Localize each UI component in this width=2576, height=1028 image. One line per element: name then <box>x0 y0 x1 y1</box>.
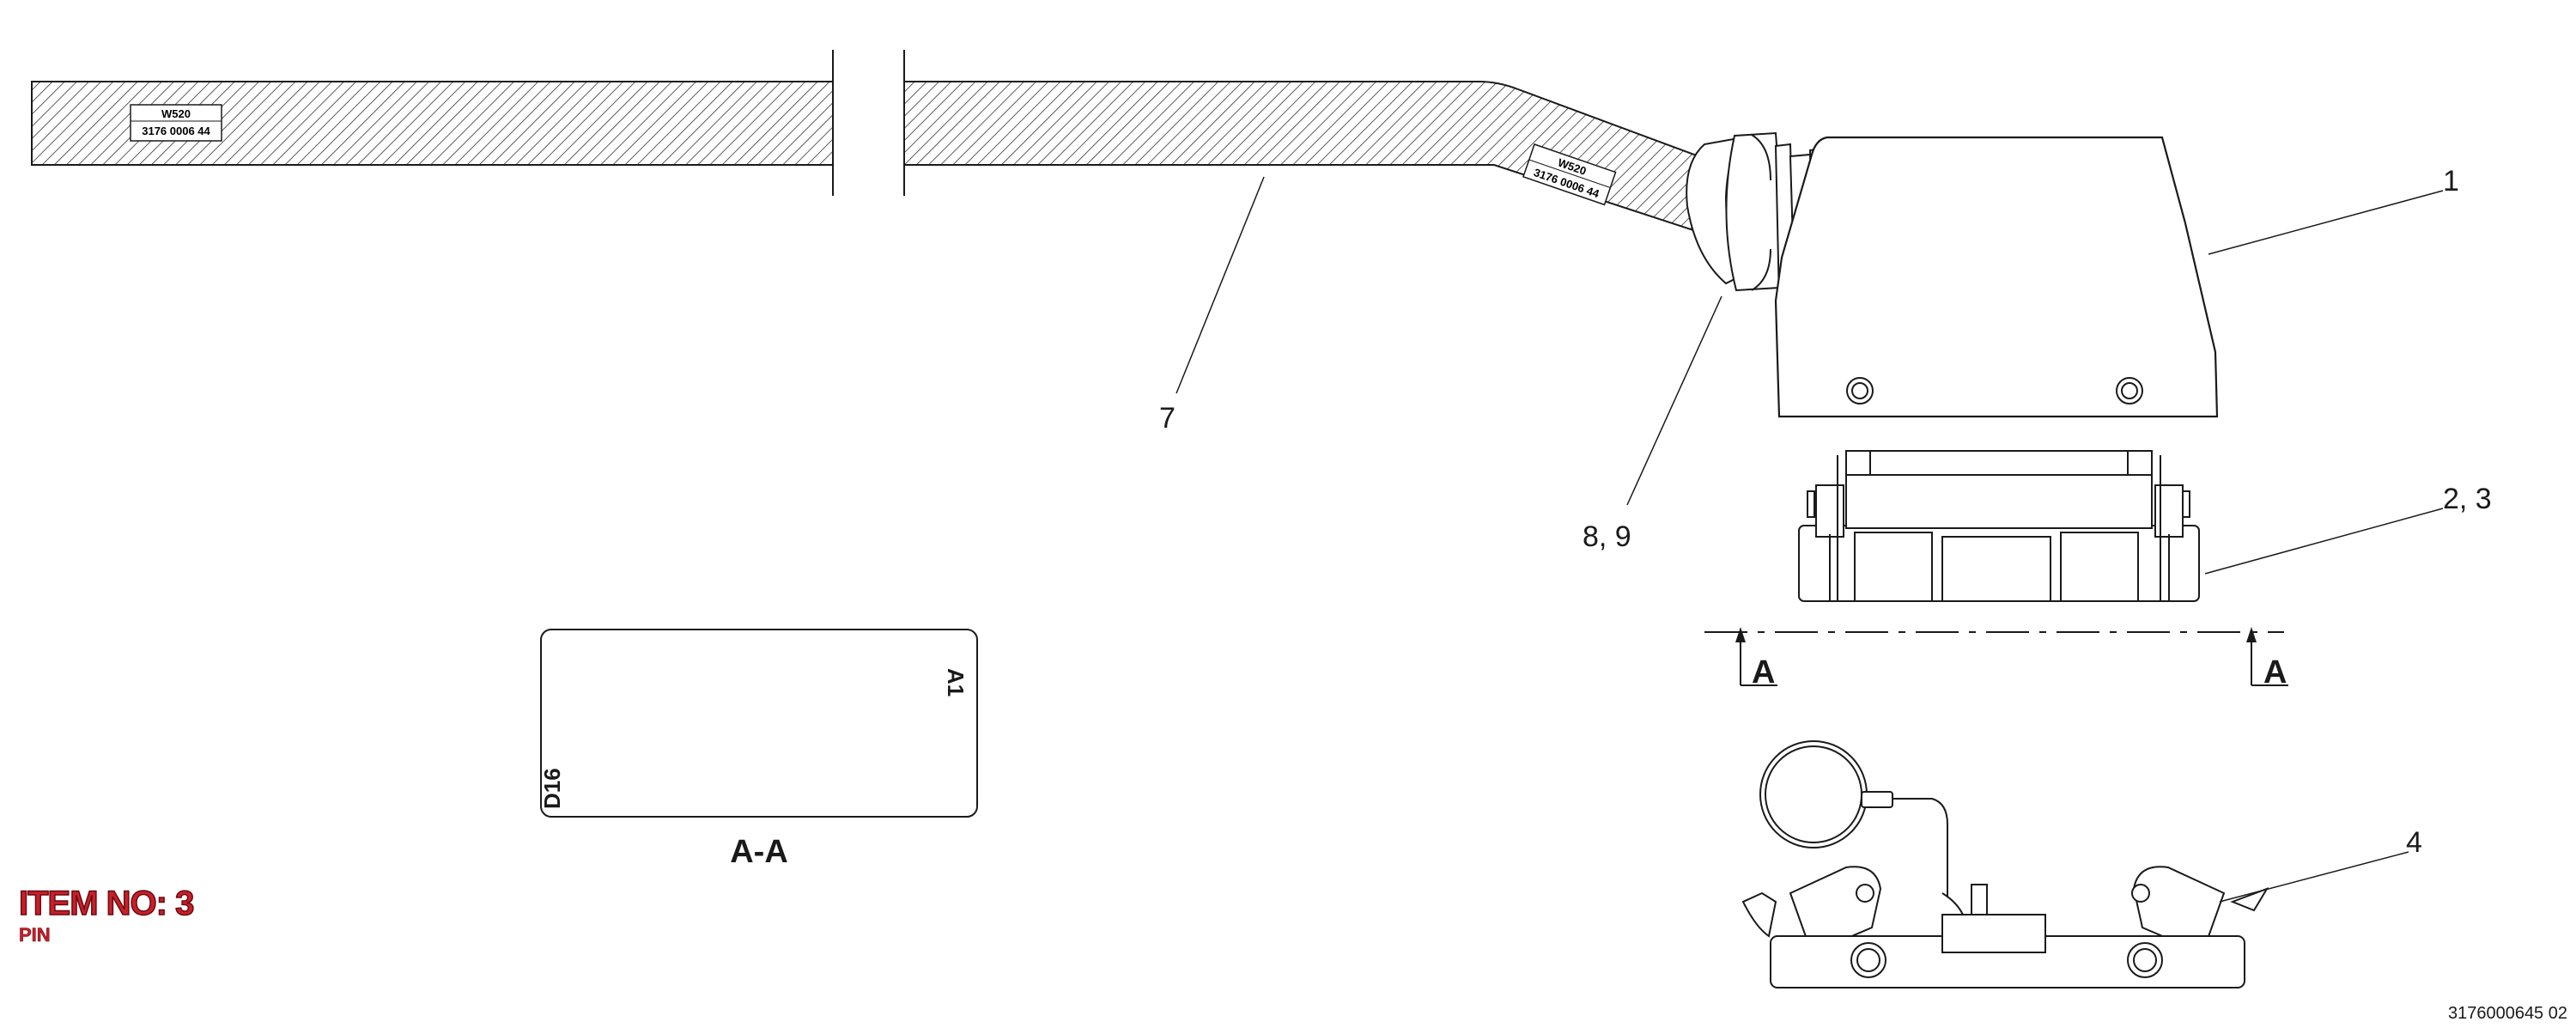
item-subtitle: PIN <box>19 924 51 946</box>
cable-label-tag: W520 3176 0006 44 <box>130 104 222 142</box>
section-title: A-A <box>730 834 788 870</box>
callout-8-9: 8, 9 <box>1583 520 1631 553</box>
section-view-outline <box>540 629 978 818</box>
connector-hood <box>1774 136 2219 418</box>
cable-right-segment <box>903 81 1719 234</box>
callout-7: 7 <box>1159 402 1176 435</box>
pin-label-a1: A1 <box>943 668 969 696</box>
protective-cover <box>1741 740 2269 988</box>
cable-tag-part: 3176 0006 44 <box>142 125 210 137</box>
cable: W520 3176 0006 44 W520 3176 0006 44 <box>31 50 1719 234</box>
cable-label-tag-angled: W520 3176 0006 44 <box>1522 143 1617 206</box>
leader-lines <box>1176 176 2444 903</box>
section-marker-right: A <box>2263 654 2287 690</box>
section-marker-left: A <box>1752 654 1775 690</box>
drawing-number: 3176000645 02 <box>2448 1004 2567 1023</box>
hood-screw <box>1851 382 1868 399</box>
cable-tag-code: W520 <box>161 107 191 120</box>
hood-screw <box>2121 382 2138 399</box>
callout-1: 1 <box>2443 165 2459 198</box>
callout-2-3: 2, 3 <box>2443 483 2492 515</box>
connector-insert <box>1798 450 2200 602</box>
section-view: A1 D16 A-A <box>539 629 978 870</box>
section-line: A A <box>1704 627 2288 690</box>
item-number-title: ITEM NO: 3 <box>18 884 195 923</box>
callout-4: 4 <box>2406 826 2422 859</box>
pin-label-d16: D16 <box>539 768 565 809</box>
